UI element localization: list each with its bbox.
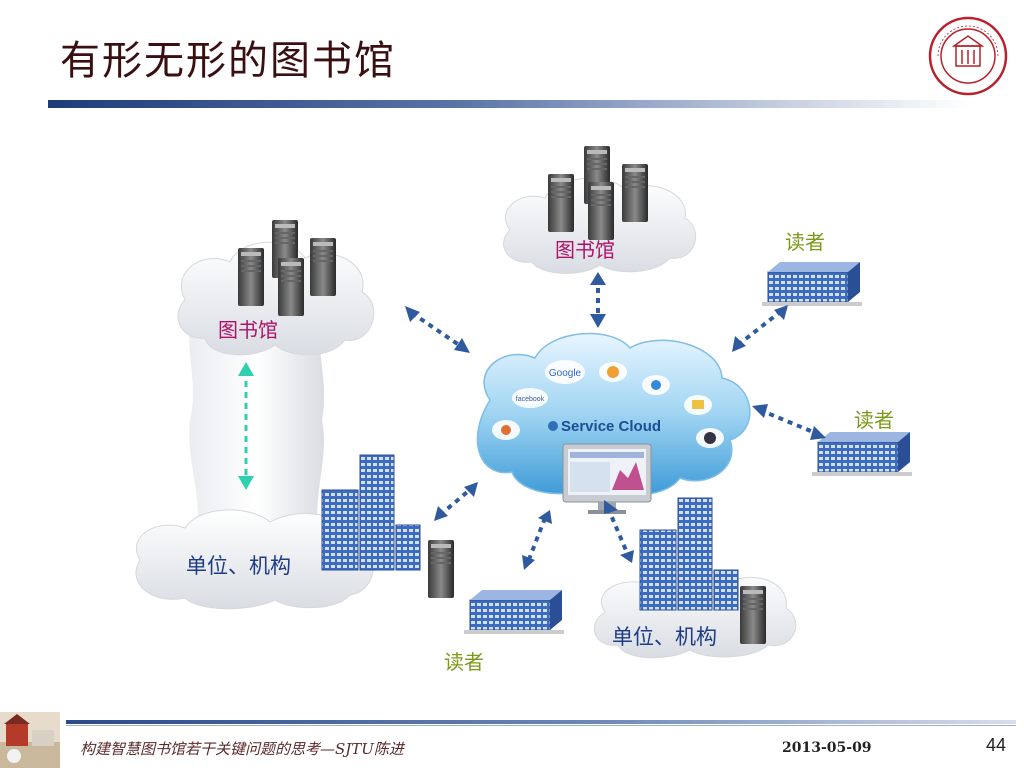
- library-label-top: 图书馆: [555, 238, 615, 262]
- library-cloud-diagram: Google facebook Service Cloud: [135, 146, 913, 659]
- university-seal-icon: [928, 16, 1008, 96]
- slide-title: 有形无形的图书馆: [60, 38, 396, 84]
- service-cloud-label: Service Cloud: [561, 418, 661, 435]
- title-rule: [48, 100, 968, 108]
- org-label-left: 单位、机构: [186, 554, 291, 578]
- org-label-bottom: 单位、机构: [612, 625, 717, 649]
- reader-label-bottom: 读者: [444, 650, 484, 674]
- page-number: 44: [986, 735, 1007, 755]
- reader-label-right: 读者: [854, 408, 894, 432]
- campus-photo-thumbnail: [0, 712, 60, 768]
- library-label-left: 图书馆: [218, 318, 278, 342]
- footer-rule-thin: [66, 725, 1016, 726]
- reader-label-top-right: 读者: [785, 230, 825, 254]
- footer-date: 2013-05-09: [782, 740, 872, 756]
- google-bubble-label: Google: [549, 368, 582, 379]
- facebook-bubble-label: facebook: [516, 396, 545, 403]
- footer-rule: [66, 720, 1016, 724]
- footer-caption: 构建智慧图书馆若干关键问题的思考—SJTU陈进: [80, 740, 404, 758]
